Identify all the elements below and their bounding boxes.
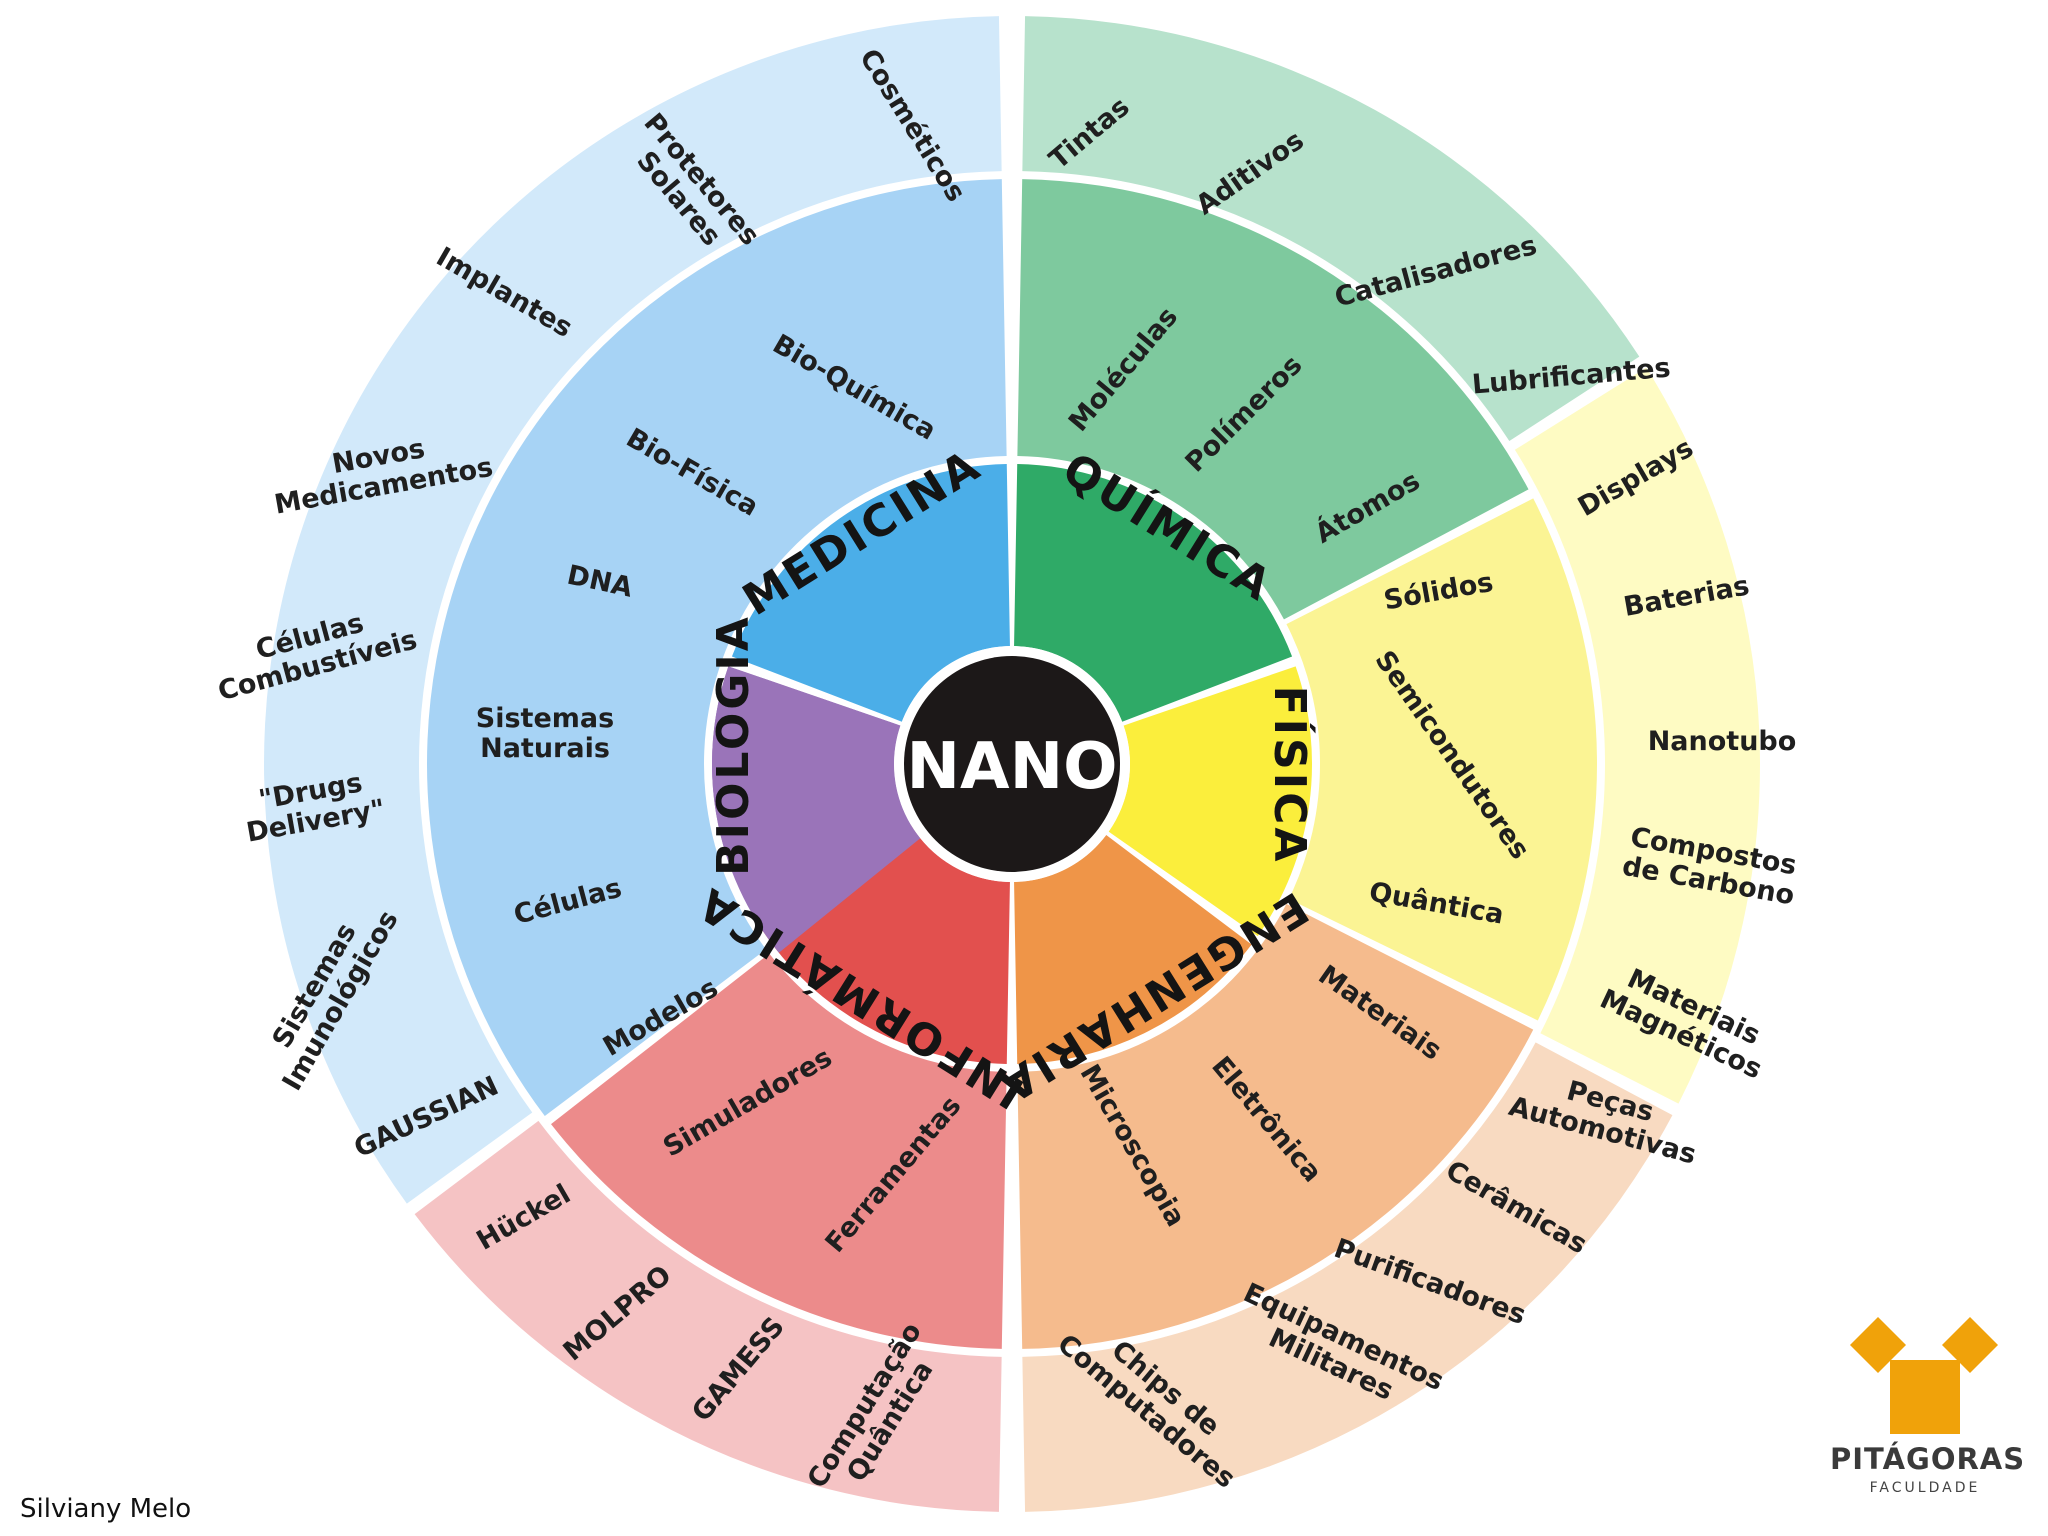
sector-label-biologia: BIOLOGIA [708,614,759,876]
outer-label-nanotubo: Nanotubo [1648,726,1797,757]
outer-segment-quimica [1022,16,1640,442]
inner-ring [711,464,1312,1064]
pitagoras-logo: PITÁGORAS FACULDADE [1830,1310,2026,1510]
logo-subtitle: FACULDADE [1869,1480,1981,1496]
inner-segment-engenharia [1014,835,1252,1064]
nano-label: NANO [906,730,1117,804]
outer-ring [264,16,1760,1512]
middle-segment-medicina [427,179,1007,1117]
outer-segment-fisica [1514,367,1760,1104]
center-hub: NANO [894,646,1130,882]
middle-ring [427,179,1597,1349]
sector-label-fisica: FÍSICA [1264,686,1317,865]
nano-circle [904,656,1120,872]
outer-segment-informatica [414,1120,1002,1512]
middle-segment-engenharia [1017,903,1534,1349]
middle-segment-quimica [1017,179,1529,620]
author-credit: Silviany Melo [20,1494,192,1524]
inner-segment-quimica [1014,464,1293,722]
pitagoras-logo-mark [1850,1317,1998,1434]
inner-segment-biologia-wide [711,666,921,953]
middle-segment-informatica [551,953,1007,1349]
outer-segment-engenharia [1022,1042,1673,1512]
inner-segment-medicina [731,464,1010,722]
middle-segment-fisica [1286,498,1597,1021]
logo-name: PITÁGORAS [1830,1442,2026,1476]
inner-segment-fisica [1108,666,1312,937]
outer-segment-medicina [264,16,1002,1204]
